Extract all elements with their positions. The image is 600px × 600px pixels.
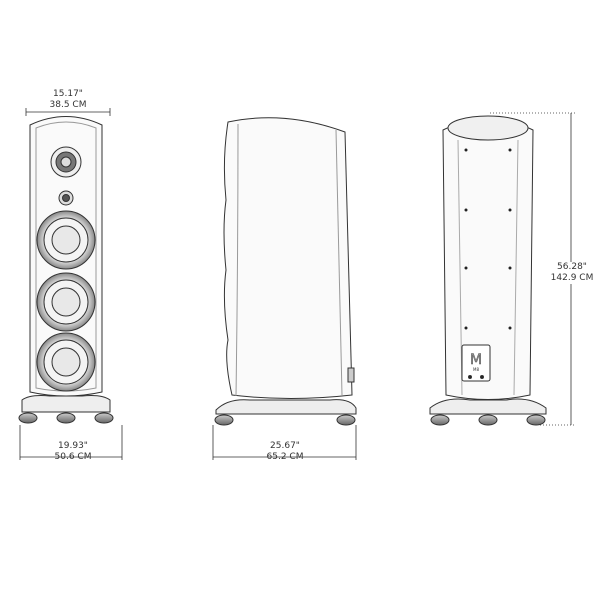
front-base: [21, 395, 111, 413]
front-view: [18, 116, 114, 424]
height-inches: 56.28": [557, 262, 587, 272]
front-width-inches: 15.17": [53, 89, 83, 99]
rear-terminal-plate: M M8: [461, 344, 491, 382]
woofer-2: [36, 272, 96, 332]
dim-line-depth: [212, 425, 357, 460]
base-width-inches: 19.93": [58, 441, 88, 451]
front-width-label: 15.17" 38.5 CM: [38, 89, 98, 111]
side-view: [214, 117, 357, 426]
dim-line-front-width: [25, 108, 111, 116]
front-width-cm: 38.5 CM: [49, 100, 87, 110]
depth-label: 25.67" 65.2 CM: [250, 441, 320, 463]
plate-logo: M8: [473, 367, 479, 372]
base-width-label: 19.93" 50.6 CM: [38, 441, 108, 463]
base-width-cm: 50.6 CM: [54, 452, 92, 462]
height-cm: 142.9 CM: [550, 273, 594, 283]
height-label: 56.28" 142.9 CM: [548, 262, 596, 284]
rear-base: [429, 398, 547, 415]
woofer-1: [36, 210, 96, 270]
depth-cm: 65.2 CM: [266, 452, 304, 462]
side-base: [215, 399, 357, 415]
rear-view: M M8: [429, 115, 547, 426]
dim-line-base-width: [19, 425, 123, 460]
woofer-3: [36, 332, 96, 392]
depth-inches: 25.67": [270, 441, 300, 451]
svg-text:M: M: [470, 352, 482, 368]
side-cabinet: [223, 117, 353, 399]
